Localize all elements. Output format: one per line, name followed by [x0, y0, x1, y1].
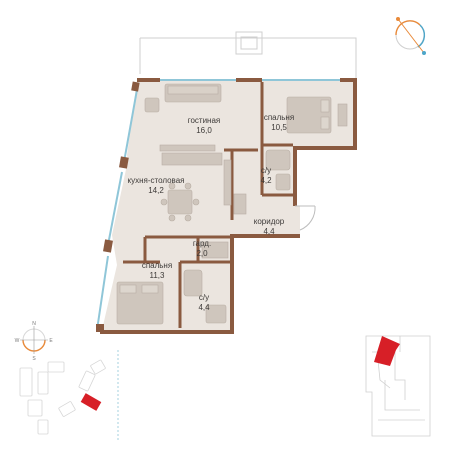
floor-key — [365, 335, 431, 437]
entrance-door — [295, 205, 316, 231]
tv-stand-icon — [159, 144, 216, 152]
apartment-highlight — [374, 336, 400, 366]
bathtub-icon — [183, 269, 203, 297]
balcony-planter — [235, 31, 263, 55]
outer-walls — [100, 78, 357, 334]
living-room-name: гостиная — [188, 116, 221, 125]
corridor-area: 4,4 — [263, 227, 275, 236]
bedroom-bottom-area: 11,3 — [150, 271, 166, 280]
compass-n: N — [32, 321, 36, 327]
balcony — [139, 31, 357, 79]
corridor-name: коридор — [254, 217, 285, 226]
bath-top-area: 4,2 — [260, 176, 272, 185]
compass-s: S — [32, 356, 36, 362]
bath-bottom-area: 4,4 — [198, 303, 210, 312]
bedroom-top-name: спальня — [264, 113, 294, 122]
dining-table-icon — [167, 189, 193, 215]
sun-path-icon — [395, 17, 426, 55]
wardrobe-icon — [337, 103, 348, 127]
kitchen-area: 14,2 — [148, 186, 164, 195]
compass-e: E — [49, 338, 53, 344]
wall-piers — [96, 81, 140, 332]
closet-icon — [201, 241, 229, 259]
bath-bottom-name: с/у — [199, 293, 209, 302]
toilet-icon — [265, 149, 291, 171]
wardrobe-area: 2,0 — [196, 249, 208, 258]
interior-walls — [123, 82, 293, 328]
room-labels: гостиная 16,0 спальня 10,5 с/у 4,2 кухня… — [128, 113, 295, 312]
bed-icon — [286, 96, 332, 134]
kitchen-counter-icon — [161, 152, 223, 166]
compass-icon: N S W E — [15, 321, 54, 362]
windows — [96, 79, 340, 331]
wardrobe-name: гард. — [193, 239, 211, 248]
fridge-icon — [223, 159, 232, 206]
building-highlight — [80, 393, 102, 411]
compass-w: W — [15, 338, 20, 344]
bedroom-top-area: 10,5 — [271, 123, 287, 132]
sink-icon — [205, 304, 227, 324]
bath-top-name: с/у — [261, 166, 271, 175]
furniture — [116, 83, 348, 325]
site-plan — [19, 350, 119, 440]
kitchen-name: кухня-столовая — [128, 176, 185, 185]
shower-icon — [275, 173, 291, 191]
bedroom-bottom-name: спальня — [142, 261, 172, 270]
living-room-area: 16,0 — [196, 126, 212, 135]
shoe-rack-icon — [233, 193, 247, 215]
armchair-icon — [144, 97, 160, 113]
